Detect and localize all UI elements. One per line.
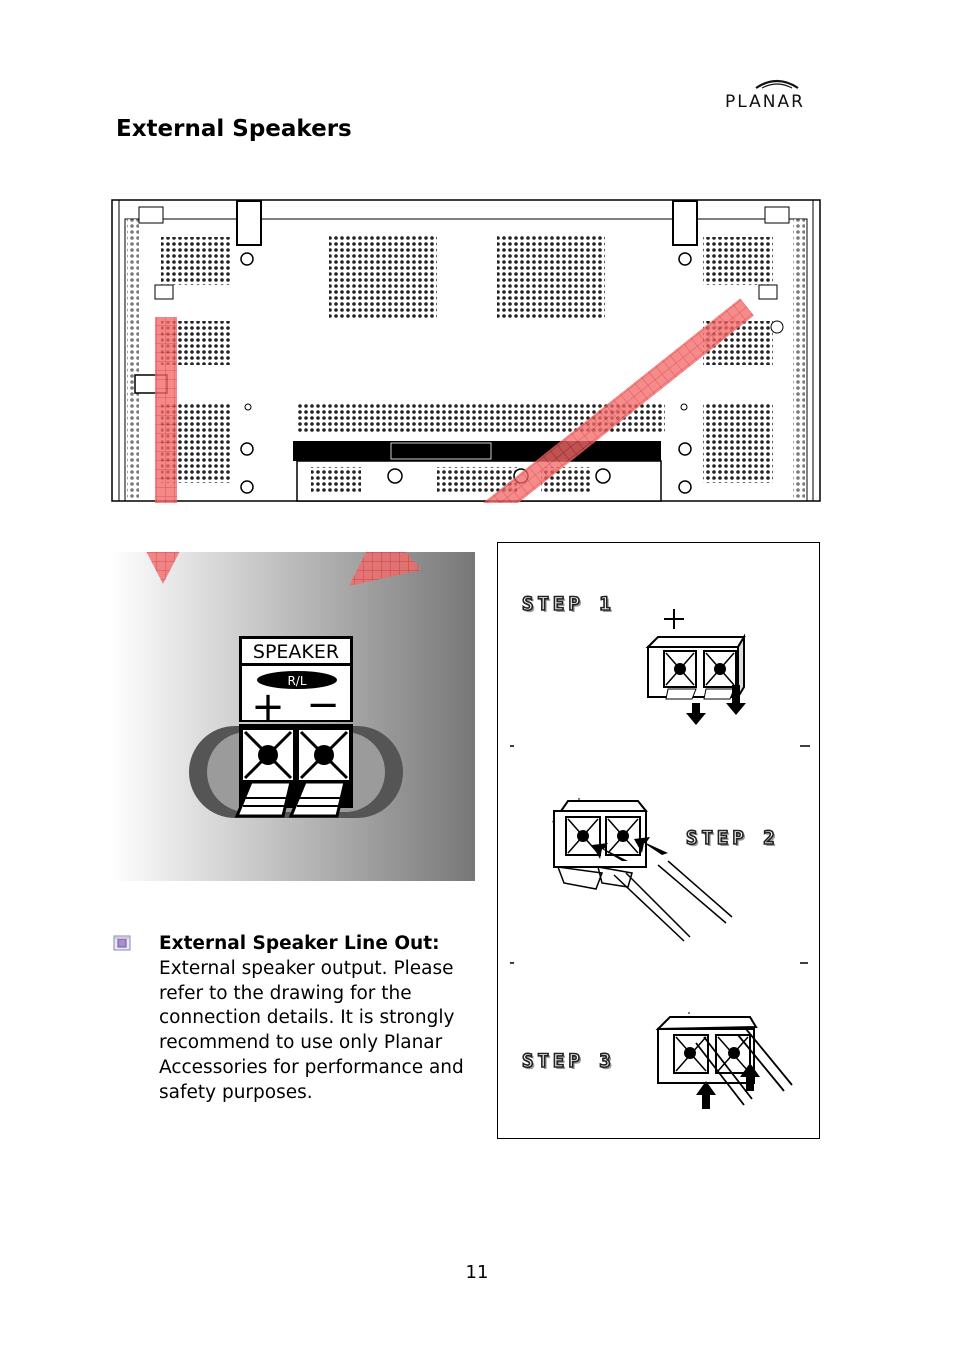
page-title: External Speakers <box>116 116 352 142</box>
step-3-label: STEP 3 <box>521 1049 615 1073</box>
planar-logo: PLANAR <box>722 76 842 116</box>
step-2-label: STEP 2 <box>685 826 779 850</box>
rear-panel-diagram <box>111 199 821 503</box>
speaker-description: External Speaker Line Out: External spea… <box>159 932 479 1106</box>
step-1-terminal <box>645 633 746 725</box>
channel-label: R/L <box>287 674 306 688</box>
description-heading: External Speaker Line Out: <box>159 933 440 954</box>
step-2-terminal <box>551 798 733 942</box>
speaker-label: SPEAKER <box>253 641 339 663</box>
step-1-label: STEP 1 <box>521 592 615 616</box>
plus-label: + <box>251 684 285 730</box>
logo-swoosh-icon <box>755 79 799 89</box>
steps-panel: STEP 1 STEP 2 STEP 3 <box>497 542 820 1139</box>
step-3-terminal <box>655 1012 793 1109</box>
minus-label: − <box>306 682 340 728</box>
steps-illustration <box>510 609 810 1109</box>
page-number: 11 <box>465 1262 489 1283</box>
speaker-terminal-closeup: SPEAKER R/L + − <box>111 552 475 881</box>
logo-wordmark: PLANAR <box>725 92 805 112</box>
bullet-icon <box>113 935 131 951</box>
description-body: External speaker output. Please refer to… <box>159 957 464 1103</box>
